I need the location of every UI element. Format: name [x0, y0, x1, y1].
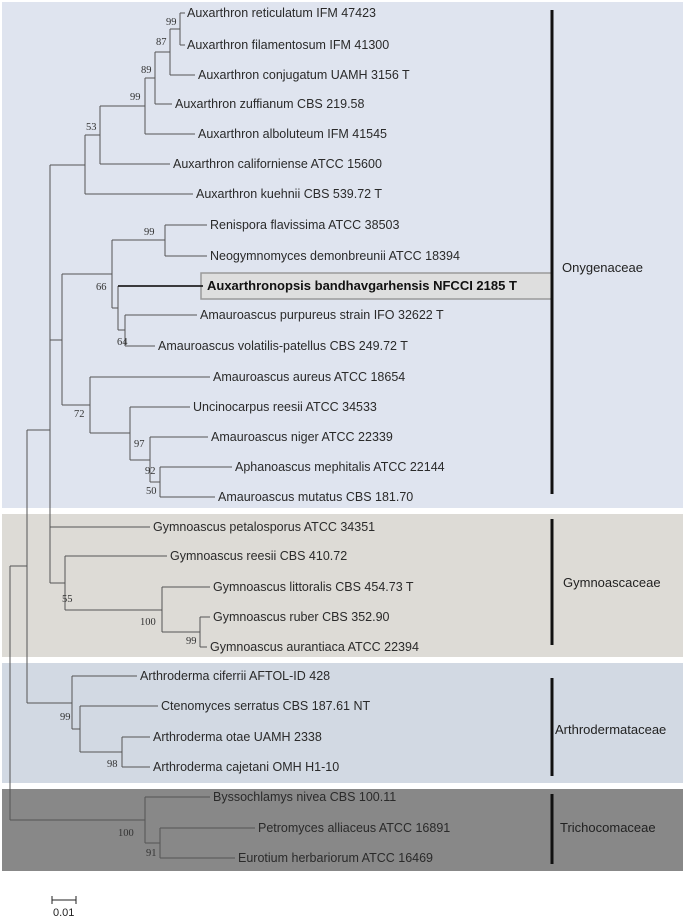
taxon-label: Arthroderma ciferrii AFTOL-ID 428: [140, 669, 330, 683]
bootstrap-value: 87: [156, 37, 167, 48]
taxon-label: Arthroderma cajetani OMH H1-10: [153, 760, 339, 774]
bootstrap-value: 64: [117, 337, 128, 348]
taxon-label: Auxarthron kuehnii CBS 539.72 T: [196, 187, 382, 201]
bootstrap-value: 97: [134, 439, 145, 450]
taxon-label: Gymnoascus ruber CBS 352.90: [213, 610, 390, 624]
bootstrap-value: 92: [145, 466, 156, 477]
family-label-onygenaceae: Onygenaceae: [562, 260, 643, 275]
taxon-label: Uncinocarpus reesii ATCC 34533: [193, 400, 377, 414]
taxon-label: Gymnoascus reesii CBS 410.72: [170, 549, 347, 563]
bootstrap-value: 99: [186, 636, 197, 647]
taxon-label: Auxarthron zuffianum CBS 219.58: [175, 97, 365, 111]
taxon-label: Amauroascus volatilis-patellus CBS 249.7…: [158, 339, 408, 353]
branch-onygen: [49, 164, 85, 341]
bootstrap-value: 50: [146, 486, 157, 497]
taxon-label: Amauroascus purpureus strain IFO 32622 T: [200, 308, 444, 322]
bootstrap-value: 99: [144, 227, 155, 238]
taxon-label: Arthroderma otae UAMH 2338: [153, 730, 322, 744]
tree-branches: [9, 12, 255, 859]
taxon-label: Auxarthron filamentosum IFM 41300: [187, 38, 389, 52]
taxon-label: Gymnoascus aurantiaca ATCC 22394: [210, 640, 419, 654]
branch-root: [9, 565, 145, 821]
family-labels: Onygenaceae Gymnoascaceae Arthrodermatac…: [555, 260, 666, 835]
panel-onygenaceae: [2, 2, 683, 508]
taxon-label: Amauroascus aureus ATCC 18654: [213, 370, 405, 384]
taxon-label: Gymnoascus littoralis CBS 454.73 T: [213, 580, 414, 594]
family-label-arthrodermataceae: Arthrodermataceae: [555, 722, 666, 737]
bootstrap-value: 98: [107, 759, 118, 770]
taxon-label: Gymnoascus petalosporus ATCC 34351: [153, 520, 375, 534]
taxon-label-highlighted: Auxarthronopsis bandhavgarhensis NFCCI 2…: [207, 278, 517, 293]
taxon-label: Neogymnomyces demonbreunii ATCC 18394: [210, 249, 460, 263]
taxon-label: Auxarthron californiense ATCC 15600: [173, 157, 382, 171]
panel-trichocomaceae: [2, 789, 683, 871]
taxon-label: Petromyces alliaceus ATCC 16891: [258, 821, 450, 835]
taxon-label: Amauroascus niger ATCC 22339: [211, 430, 393, 444]
taxon-label: Auxarthron conjugatum UAMH 3156 T: [198, 68, 410, 82]
taxon-label: Byssochlamys nivea CBS 100.11: [213, 790, 396, 804]
bootstrap-value: 99: [166, 17, 177, 28]
family-label-gymnoascaceae: Gymnoascaceae: [563, 575, 661, 590]
taxon-label: Auxarthron alboluteum IFM 41545: [198, 127, 387, 141]
taxon-label: Amauroascus mutatus CBS 181.70: [218, 490, 413, 504]
bootstrap-value: 72: [74, 409, 85, 420]
taxon-label: Eurotium herbariorum ATCC 16469: [238, 851, 433, 865]
bootstrap-value: 89: [141, 65, 152, 76]
scale-label: 0.01: [53, 907, 74, 919]
taxon-label: Renispora flavissima ATCC 38503: [210, 218, 399, 232]
bootstrap-value: 99: [60, 712, 71, 723]
bootstrap-value: 66: [96, 282, 107, 293]
highlight-box: [200, 272, 553, 300]
panel-gymnoascaceae: [2, 514, 683, 657]
family-label-trichocomaceae: Trichocomaceae: [560, 820, 656, 835]
bootstrap-value: 100: [118, 828, 134, 839]
taxon-label: Ctenomyces serratus CBS 187.61 NT: [161, 699, 370, 713]
taxon-label: Aphanoascus mephitalis ATCC 22144: [235, 460, 445, 474]
bootstrap-value: 99: [130, 92, 141, 103]
bootstrap-value: 100: [140, 617, 156, 628]
bootstrap-values: 99 87 89 99 53 99 66 64 72 97 92 50 55 1…: [60, 17, 197, 859]
bootstrap-value: 55: [62, 594, 73, 605]
panel-arthrodermataceae: [2, 663, 683, 783]
scale-bar: 0.01: [51, 896, 77, 919]
taxon-label: Auxarthron reticulatum IFM 47423: [187, 6, 376, 20]
taxon-labels: Auxarthron reticulatum IFM 47423 Auxarth…: [140, 6, 517, 865]
bootstrap-value: 53: [86, 122, 97, 133]
bootstrap-value: 91: [146, 848, 157, 859]
